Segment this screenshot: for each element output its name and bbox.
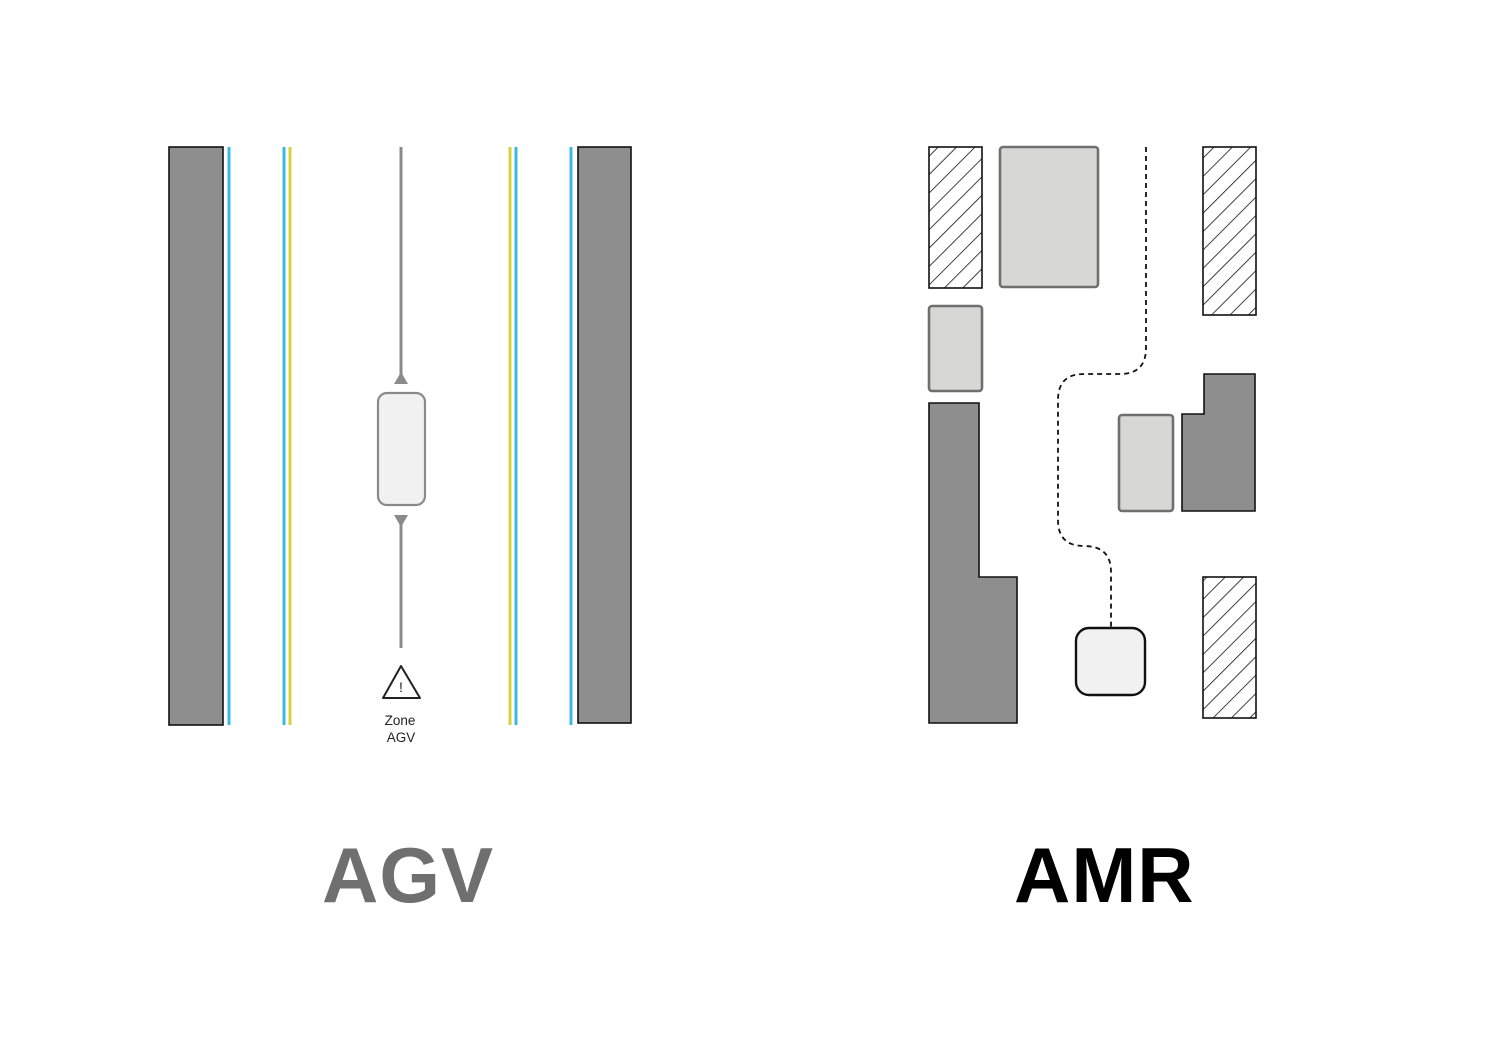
arrow-up-icon <box>394 372 408 384</box>
amr-vehicle <box>1074 626 1147 697</box>
zone-label-line2: AGV <box>387 730 416 745</box>
amr-heading: AMR <box>1014 831 1195 919</box>
amr-light-block-small-left <box>927 304 984 393</box>
agv-heading: AGV <box>322 831 495 919</box>
zone-label-line1: Zone <box>385 713 416 728</box>
amr-light-block-middle <box>1117 413 1175 513</box>
amr-hatched-block-bottom-right <box>1202 576 1257 719</box>
agv-right-shelf <box>577 146 632 724</box>
dashed-path <box>1057 147 1147 628</box>
amr-dark-shelf-l-shape-left <box>928 402 1018 724</box>
agv-panel: ! Zone AGV <box>168 146 632 745</box>
amr-light-block-large <box>998 145 1100 289</box>
arrow-down-icon <box>394 515 408 527</box>
warning-triangle-icon: ! <box>382 665 421 699</box>
amr-dark-shelf-l-shape-right <box>1181 373 1256 512</box>
amr-panel <box>927 145 1257 724</box>
agv-vehicle <box>376 391 427 507</box>
amr-hatched-block-top-right <box>1202 146 1257 316</box>
warning-mark: ! <box>399 679 403 695</box>
amr-hatched-block-top-left <box>928 146 983 289</box>
agv-left-shelf <box>168 146 224 726</box>
